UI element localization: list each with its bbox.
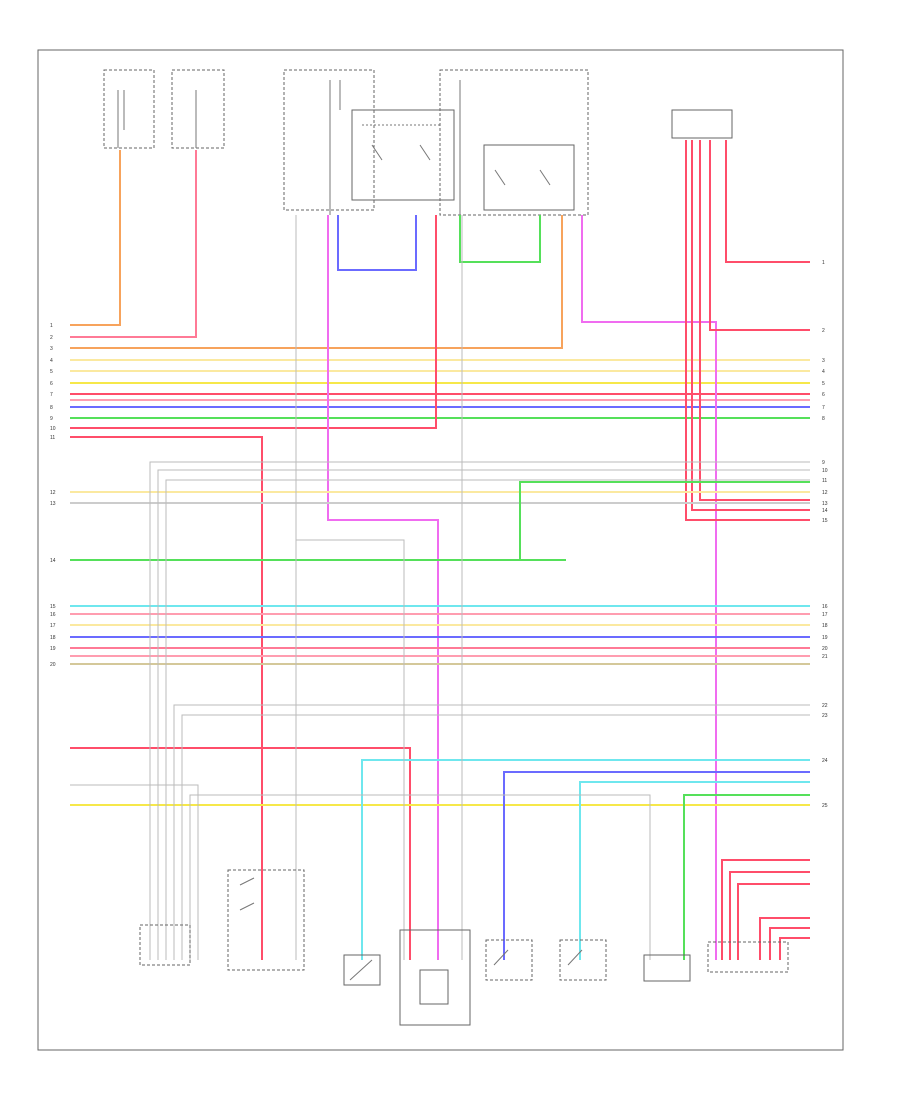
right-connector-number: 14 [822,508,828,514]
bottom-component-1 [139,924,191,966]
fuse-box-3 [283,69,375,215]
left-connector-number: 1 [50,323,53,329]
left-connector-number: 2 [50,335,53,341]
wire-magenta-2 [327,215,439,960]
right-connector-number: 4 [822,369,825,375]
left-connector-number: 19 [50,646,56,652]
right-connector-number: 20 [822,646,828,652]
wire-red-r5 [725,140,810,263]
wire-green-loop [459,215,541,263]
right-connector-number: 19 [822,635,828,641]
bottom-component-5 [485,939,533,981]
right-connector-number: 23 [822,713,828,719]
right-connector-number: 22 [822,703,828,709]
wire-red-low [70,747,411,960]
left-connector-number: 18 [50,635,56,641]
left-connector-number: 7 [50,392,53,398]
wire-orange-2 [70,215,563,349]
left-connector-number: 4 [50,358,53,364]
wire-blue-loop [337,215,417,271]
wire-red-r4 [709,140,810,331]
left-connector-number: 17 [50,623,56,629]
fuse-box-1 [103,69,155,149]
bottom-component-2 [227,869,305,971]
right-connector-number: 13 [822,501,828,507]
left-connector-number: 13 [50,501,56,507]
wire-red-3 [70,436,263,960]
left-connector-number: 15 [50,604,56,610]
bottom-component-7 [643,954,691,982]
right-connector-number: 1 [822,260,825,266]
wire-red-br1 [721,859,810,960]
wire-magenta-1 [581,215,717,960]
wire-red-br2 [729,871,810,960]
bottom-component-3 [343,954,381,986]
bottom-component-4 [399,929,471,1026]
junction-connector-top [671,109,733,139]
left-connector-number: 14 [50,558,56,564]
left-connector-number: 6 [50,381,53,387]
wire-red-br6 [779,937,810,960]
right-connector-number: 16 [822,604,828,610]
right-connector-number: 12 [822,490,828,496]
left-connector-number: 9 [50,416,53,422]
right-connector-numbers: 1234567891011121314151617181920212223242… [822,260,828,809]
left-connector-number: 16 [50,612,56,618]
relay-2 [483,144,575,211]
right-connector-number: 25 [822,803,828,809]
right-connector-number: 15 [822,518,828,524]
wire-green-mid-2 [519,481,810,560]
wire-red-r3 [699,140,810,501]
left-connector-number: 20 [50,662,56,668]
right-connector-number: 6 [822,392,825,398]
left-connector-number: 8 [50,405,53,411]
wire-red-br4 [759,917,810,960]
wire-orange-1 [70,150,121,326]
relay-1 [351,109,455,201]
left-connector-number: 11 [50,435,55,441]
right-connector-number: 24 [822,758,828,764]
fuse-box-2 [171,69,225,149]
bottom-component-8 [707,941,789,973]
left-connector-number: 12 [50,490,56,496]
wire-red-br3 [737,883,810,960]
wire-gray-thin [70,215,810,960]
wire-green-low [683,794,810,960]
right-connector-number: 3 [822,358,825,364]
wire-bus [70,140,810,960]
right-connector-number: 10 [822,468,828,474]
right-connector-number: 17 [822,612,828,618]
fuse-box-4 [439,69,589,216]
wire-red-2 [70,215,437,429]
right-connector-number: 2 [822,328,825,334]
bottom-component-6 [559,939,607,981]
right-connector-number: 9 [822,460,825,466]
diagram-border [37,49,844,1051]
right-connector-number: 5 [822,381,825,387]
right-connector-number: 8 [822,416,825,422]
wire-red-br5 [769,927,810,960]
wire-pink-1 [70,150,197,338]
wire-cyan-low-2 [579,781,810,960]
left-connector-number: 3 [50,346,53,352]
right-connector-number: 18 [822,623,828,629]
wire-red-r1 [685,140,810,521]
right-connector-number: 21 [822,654,828,660]
right-connector-number: 7 [822,405,825,411]
wire-cyan-low [361,759,810,960]
wire-blue-low [503,771,810,960]
right-connector-number: 11 [822,478,827,484]
wire-red-r2 [691,140,810,511]
left-connector-number: 5 [50,369,53,375]
left-connector-number: 10 [50,426,56,432]
